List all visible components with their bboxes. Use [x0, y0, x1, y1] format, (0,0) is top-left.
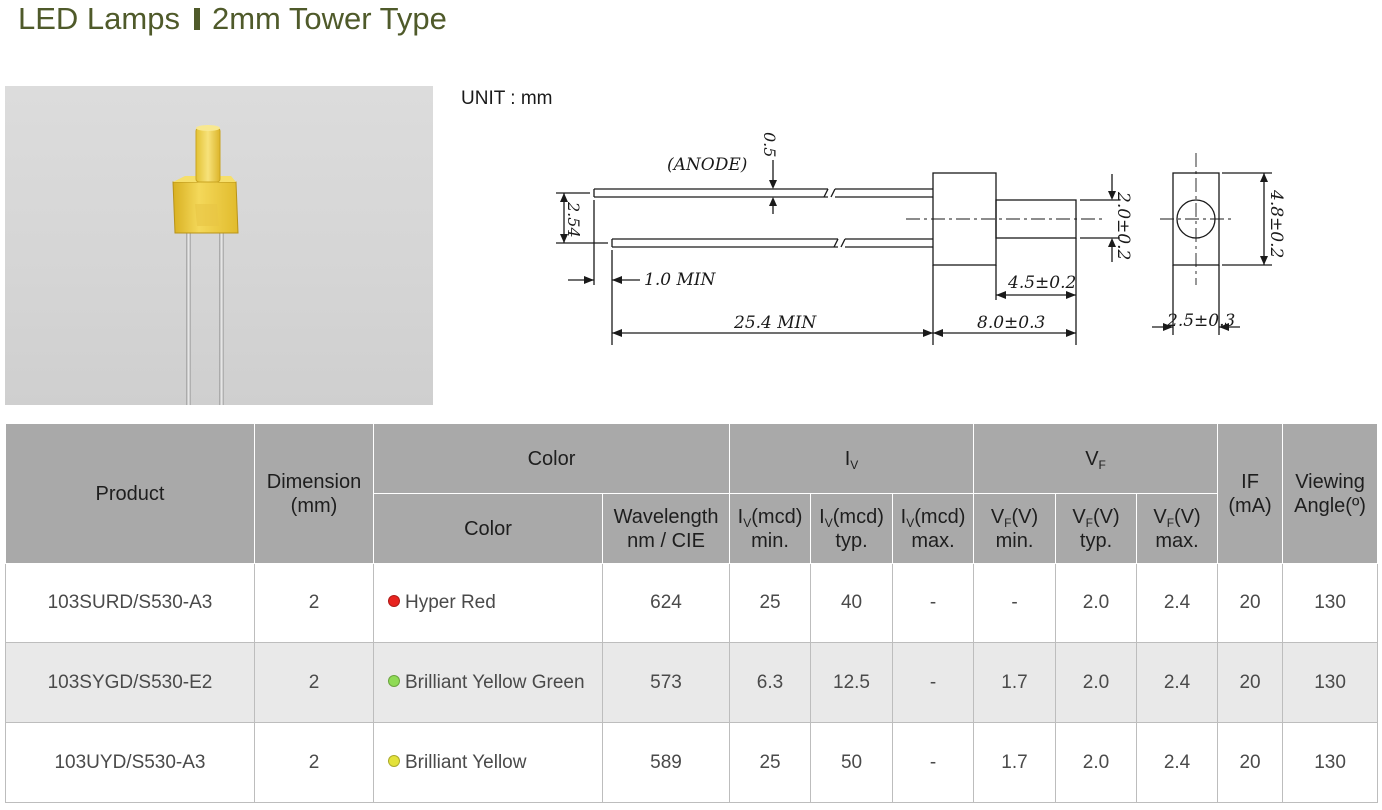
cell-iv-min: 6.3 — [729, 642, 812, 723]
dim-25-4-min: 25.4 MIN — [733, 313, 817, 333]
title-separator — [193, 8, 200, 30]
cell-product: 103UYD/S530-A3 — [5, 722, 255, 803]
dim-4-5: 4.5±0.2 — [1007, 273, 1076, 293]
cell-iv-max: - — [892, 642, 975, 723]
anode-label: (ANODE) — [667, 155, 747, 175]
cell-dimension: 2 — [254, 563, 374, 643]
header-if: IF(mA) — [1217, 423, 1284, 564]
unit-label: UNIT : mm — [461, 88, 553, 109]
dimension-drawing: (ANODE) 0.5 2.54 1.0 MIN 25.4 MIN 8.0±0.… — [556, 132, 1286, 345]
cell-dimension: 2 — [254, 722, 374, 803]
cell-vf-typ: 2.0 — [1055, 722, 1138, 803]
header-vf-min: VF(V)min. — [973, 493, 1057, 564]
dim-0-5: 0.5 — [760, 132, 779, 157]
cell-iv-typ: 12.5 — [810, 642, 894, 723]
header-product: Product — [5, 423, 255, 564]
cell-angle: 130 — [1282, 642, 1379, 723]
header-iv-group: IV — [729, 423, 975, 494]
title-right: 2mm Tower Type — [211, 1, 447, 36]
header-color-group: Color — [372, 423, 731, 494]
table-row: 103UYD/S530-A3 2 Brilliant Yellow 589 25… — [5, 722, 1379, 803]
dim-8-0: 8.0±0.3 — [977, 313, 1045, 333]
header-vf-typ: VF(V)typ. — [1055, 493, 1138, 564]
color-dot-icon — [388, 595, 400, 607]
cell-if: 20 — [1217, 722, 1284, 803]
header-color: Color — [373, 493, 603, 564]
header-vf-max: VF(V)max. — [1136, 493, 1219, 564]
cell-vf-typ: 2.0 — [1055, 642, 1138, 723]
cell-iv-min: 25 — [729, 722, 812, 803]
dim-4-8: 4.8±0.2 — [1266, 189, 1286, 258]
cell-iv-max: - — [892, 722, 975, 803]
cell-color: Brilliant Yellow Green — [373, 642, 603, 723]
product-photo — [5, 86, 433, 405]
cell-iv-min: 25 — [729, 563, 812, 643]
cell-angle: 130 — [1282, 722, 1379, 803]
title-left: LED Lamps — [18, 1, 180, 36]
cell-vf-max: 2.4 — [1136, 722, 1219, 803]
cell-vf-min: 1.7 — [973, 642, 1057, 723]
cell-product: 103SYGD/S530-E2 — [5, 642, 255, 723]
dim-2-0: 2.0±0.2 — [1113, 191, 1133, 260]
page-title: LED Lamps 2mm Tower Type — [18, 0, 447, 38]
color-dot-icon — [388, 674, 400, 687]
cell-vf-max: 2.4 — [1136, 642, 1219, 723]
header-iv-max: IV(mcd)max. — [892, 493, 975, 564]
cell-if: 20 — [1217, 563, 1284, 643]
dim-1-min: 1.0 MIN — [644, 270, 717, 290]
cell-wavelength: 624 — [602, 563, 731, 643]
spec-table: Product Dimension(mm) Color IV VF IF(mA)… — [5, 423, 1379, 803]
cell-vf-max: 2.4 — [1136, 563, 1219, 643]
cell-wavelength: 589 — [602, 722, 731, 803]
led-illustration — [172, 125, 239, 405]
cell-wavelength: 573 — [602, 642, 731, 723]
cell-color: Hyper Red — [373, 563, 603, 643]
table-row: 103SYGD/S530-E2 2 Brilliant Yellow Green… — [5, 642, 1379, 723]
cell-iv-typ: 50 — [810, 722, 894, 803]
header-iv-min: IV(mcd)min. — [729, 493, 812, 564]
cell-dimension: 2 — [254, 642, 374, 723]
cell-vf-typ: 2.0 — [1055, 563, 1138, 643]
cell-color: Brilliant Yellow — [373, 722, 603, 803]
header-iv-typ: IV(mcd)typ. — [810, 493, 894, 564]
color-dot-icon — [388, 754, 400, 767]
header-vf-group: VF — [973, 423, 1219, 494]
cell-vf-min: - — [973, 563, 1057, 643]
cell-product: 103SURD/S530-A3 — [5, 563, 255, 643]
dim-2-54: 2.54 — [564, 201, 583, 238]
cell-vf-min: 1.7 — [973, 722, 1057, 803]
cell-iv-max: - — [892, 563, 975, 643]
dim-2-5: 2.5±0.3 — [1166, 311, 1235, 331]
cell-iv-typ: 40 — [810, 563, 894, 643]
cell-angle: 130 — [1282, 563, 1379, 643]
cell-if: 20 — [1217, 642, 1284, 723]
header-dimension: Dimension(mm) — [254, 423, 374, 564]
table-row: 103SURD/S530-A3 2 Hyper Red 624 25 40 - … — [5, 563, 1379, 643]
